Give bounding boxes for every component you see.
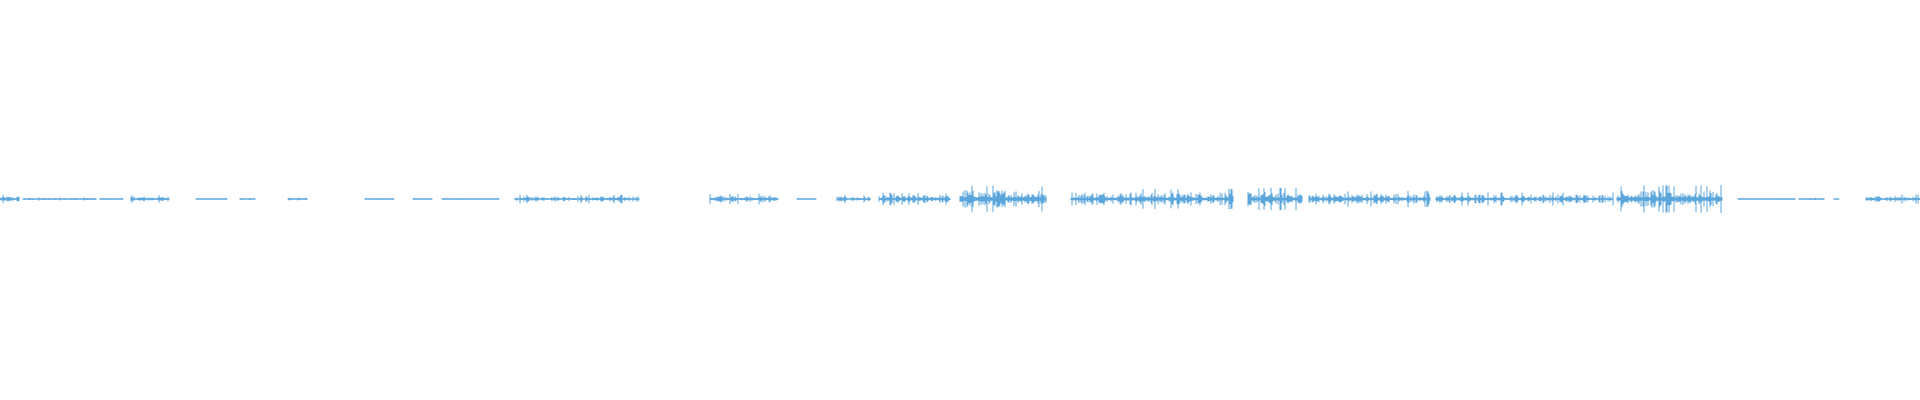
waveform-segment [1616,185,1723,213]
waveform-segment [441,198,500,200]
waveform-segment [1798,197,1825,201]
waveform-segment [1435,192,1614,206]
waveform-segment [195,198,228,200]
waveform-segment [959,185,1047,213]
waveform-segment [1247,187,1303,211]
waveform-segment [239,198,256,200]
waveform-segment [1737,198,1796,200]
waveform-segment [364,198,395,200]
waveform-segment [1070,188,1234,210]
waveform-segment [514,194,640,204]
waveform-segment [287,197,308,201]
waveform-segment [1865,194,1920,204]
waveform-segment [130,195,170,203]
waveform-bars [0,185,1920,213]
waveform-segment [836,195,871,203]
waveform-segment [0,194,20,204]
waveform-segment [99,198,124,200]
waveform-segment [22,197,97,201]
waveform-segment [878,192,951,206]
waveform-segment [1308,191,1431,207]
waveform-segment [412,198,433,200]
waveform-segment [796,198,817,200]
waveform-segment [1833,198,1840,200]
waveform-segment [709,193,779,205]
